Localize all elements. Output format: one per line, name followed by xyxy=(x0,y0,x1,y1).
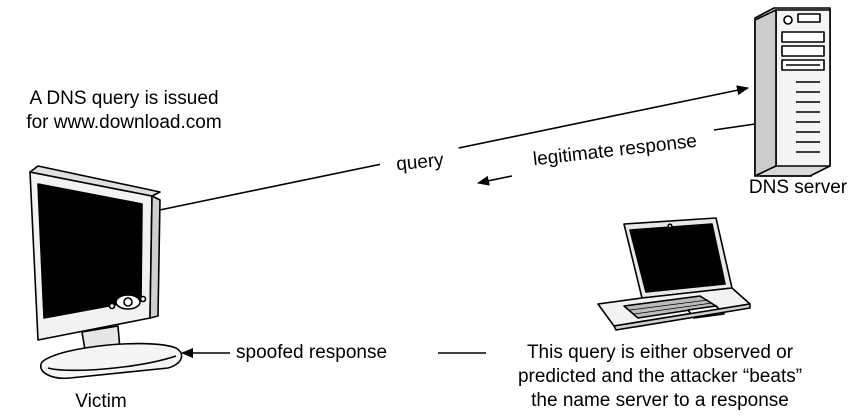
legitimate-response-arrow xyxy=(713,123,756,131)
server-tower-icon xyxy=(754,7,831,177)
laptop-icon xyxy=(597,217,751,331)
attacker-caption-line-1: This query is either observed or xyxy=(526,342,794,363)
legitimate-response-arrowhead-line xyxy=(477,175,513,186)
query-caption: A DNS query is issued for www.download.c… xyxy=(0,87,248,135)
dns-server-label: DNS server xyxy=(748,177,848,198)
spoofed-response-label: spoofed response xyxy=(236,342,388,363)
attacker-caption: This query is either observed or predict… xyxy=(470,341,850,413)
query-caption-line-2: for www.download.com xyxy=(26,112,222,133)
attacker-caption-line-2: predicted and the attacker “beats” xyxy=(517,366,803,387)
desktop-computer-icon xyxy=(29,165,183,380)
victim-label: Victim xyxy=(75,391,127,412)
query-caption-line-1: A DNS query is issued xyxy=(29,88,219,109)
attacker-caption-line-3: the name server to a response xyxy=(531,390,789,411)
